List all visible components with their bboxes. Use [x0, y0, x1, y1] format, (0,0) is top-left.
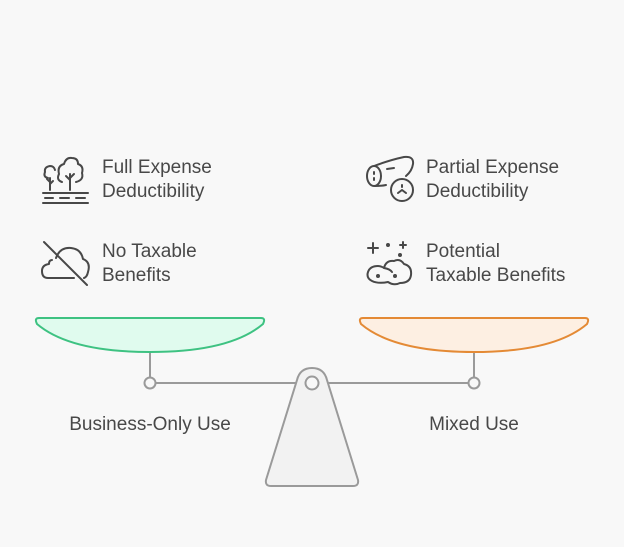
left-item-full-expense: Full Expense Deductibility	[40, 154, 212, 206]
right-item-line2: Deductibility	[426, 181, 529, 202]
left-pivot	[143, 376, 157, 390]
left-pan	[34, 317, 266, 354]
left-item-line2: Deductibility	[102, 181, 205, 202]
log-wood-icon	[366, 155, 415, 202]
right-item-line2: Taxable Benefits	[426, 265, 566, 286]
right-pivot	[467, 376, 481, 390]
sparkle-cloud-icon	[366, 241, 413, 286]
right-pan	[358, 317, 590, 354]
left-item-line2: Benefits	[102, 265, 171, 286]
left-item-line1: No Taxable	[102, 241, 197, 262]
fulcrum	[264, 367, 360, 487]
right-item-potential-taxable: Potential Taxable Benefits	[364, 238, 565, 290]
cloud-off-icon	[41, 241, 90, 286]
fulcrum-pivot	[304, 375, 320, 391]
left-side-label: Business-Only Use	[69, 414, 231, 435]
right-side-label: Mixed Use	[429, 414, 519, 435]
left-item-line1: Full Expense	[102, 157, 212, 178]
right-item-line1: Potential	[426, 241, 500, 262]
right-item-line1: Partial Expense	[426, 157, 560, 178]
left-item-no-taxable: No Taxable Benefits	[40, 238, 197, 290]
trees-landscape-icon	[42, 156, 89, 204]
right-item-partial-expense: Partial Expense Deductibility	[364, 154, 559, 206]
